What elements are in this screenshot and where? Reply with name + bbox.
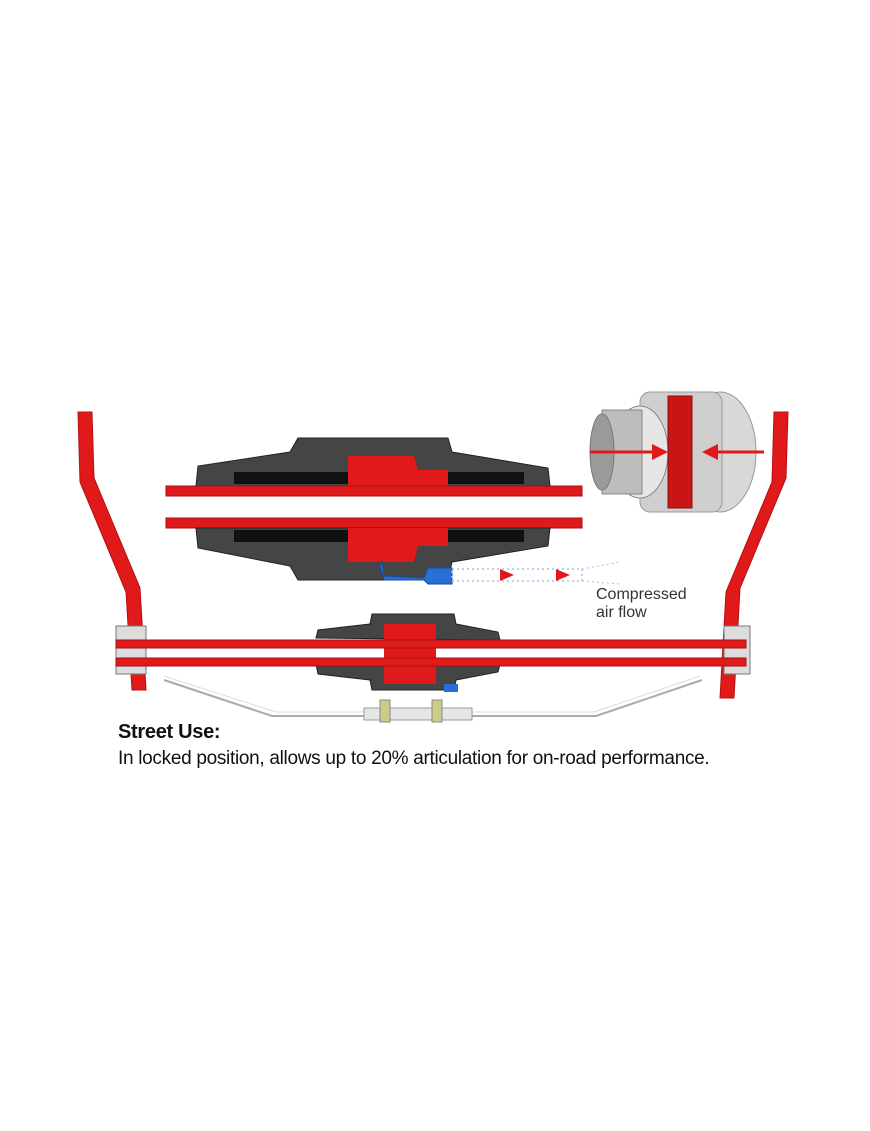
air-arrow-1: [500, 569, 514, 581]
air-flow-label-line1: Compressed: [596, 586, 687, 603]
air-arrow-2: [556, 569, 570, 581]
caption-body: In locked position, allows up to 20% art…: [118, 748, 710, 769]
caption-title: Street Use:: [118, 721, 221, 743]
lower-housing-section: [165, 517, 583, 585]
coupler-inset: [589, 391, 764, 513]
air-flow-label-line2: air flow: [596, 604, 647, 621]
caption: Street Use: In locked position, allows u…: [118, 721, 710, 770]
air-lines: [163, 675, 703, 723]
left-end-link: [77, 411, 147, 691]
upper-housing-section: [165, 437, 583, 497]
air-flow-label: Compressed air flow: [596, 586, 687, 622]
sway-bar: [115, 639, 747, 667]
air-flow-path: [451, 561, 621, 585]
assembled-housing: [315, 613, 501, 692]
